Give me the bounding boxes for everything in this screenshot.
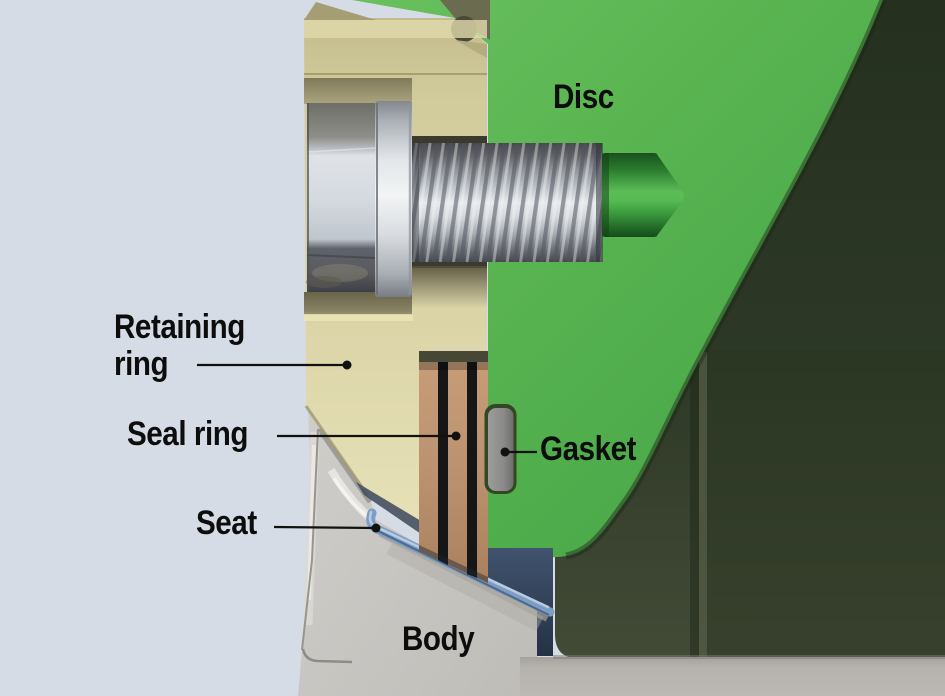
label-retaining-ring-line1: Retaining xyxy=(114,308,245,346)
disc-bright-face xyxy=(352,0,883,558)
retaining-ring-flange-sheen xyxy=(304,20,487,38)
leader-lines xyxy=(197,360,537,533)
disc-curve-shadow xyxy=(565,0,887,560)
retaining-ring-bevel-edge xyxy=(304,405,364,488)
seal-ring xyxy=(419,351,488,583)
gasket xyxy=(484,404,517,494)
bolt-tip-green-boss xyxy=(602,153,658,237)
seal-ring-top-shade xyxy=(419,362,488,370)
seal-ring-black-2 xyxy=(467,362,477,578)
nut-facet-line-top xyxy=(306,147,376,153)
body-shape xyxy=(298,410,945,696)
bolt-threads xyxy=(412,143,602,262)
label-disc: Disc xyxy=(553,78,614,116)
disc-edge-seam-highlight xyxy=(699,352,707,658)
bolt-shaft-end-shade xyxy=(596,143,603,262)
body-step-edge xyxy=(301,648,353,664)
label-gasket: Gasket xyxy=(540,430,637,468)
hex-nut xyxy=(307,103,375,292)
label-seal-ring: Seal ring xyxy=(127,415,249,453)
seal-recess-band xyxy=(419,351,488,363)
label-seat: Seat xyxy=(196,504,257,542)
floor xyxy=(520,655,945,696)
disc-dark-right-face xyxy=(705,350,945,658)
seal-ring-brown-2 xyxy=(448,362,467,574)
bolt-assembly xyxy=(306,101,684,308)
retaining-ring-notch-chamfer xyxy=(455,40,487,58)
body-ledge-highlight-core xyxy=(332,477,370,519)
gasket-body xyxy=(488,408,514,491)
bolt-tip-junction-shade xyxy=(602,153,609,237)
retaining-ring-top-chamfer xyxy=(304,2,376,20)
disc-edge-seam-shadow xyxy=(690,352,699,658)
bolt-tip-cone xyxy=(656,153,684,237)
bolt-shaft-start-shade xyxy=(412,143,419,262)
seal-ring-brown-1 xyxy=(419,362,438,560)
gap-shadow xyxy=(356,482,421,534)
label-body: Body xyxy=(402,620,475,658)
seal-ring-bottom-shade xyxy=(419,545,488,583)
label-retaining-ring-line2: ring xyxy=(114,345,169,383)
leader-dot-gasket xyxy=(500,447,510,457)
seat-lower-edge xyxy=(377,530,550,616)
disc-face xyxy=(352,0,887,560)
nut-recess-top xyxy=(304,78,412,104)
nut-recess-bottom-edge xyxy=(304,315,413,321)
nut-reflection-swirl-2 xyxy=(306,276,342,288)
body-silhouette-edge xyxy=(301,428,319,651)
bolt-hole-shadow-fade xyxy=(412,266,487,308)
nut-facet-line-bottom xyxy=(306,254,376,259)
leader-dot-seal-ring xyxy=(451,431,461,441)
leader-seat xyxy=(273,525,377,530)
label-retaining-ring: Retaining ring xyxy=(114,309,245,383)
seal-ring-black-1 xyxy=(438,362,448,565)
leader-dot-seat xyxy=(371,523,381,533)
leader-dot-retaining-ring xyxy=(342,360,352,370)
nut-recess-bottom-shadow xyxy=(304,292,412,314)
body-slope-shade-soft xyxy=(386,539,544,632)
floor-contact-shadow xyxy=(553,655,945,659)
floor-strip xyxy=(520,657,945,696)
washer xyxy=(375,101,412,297)
